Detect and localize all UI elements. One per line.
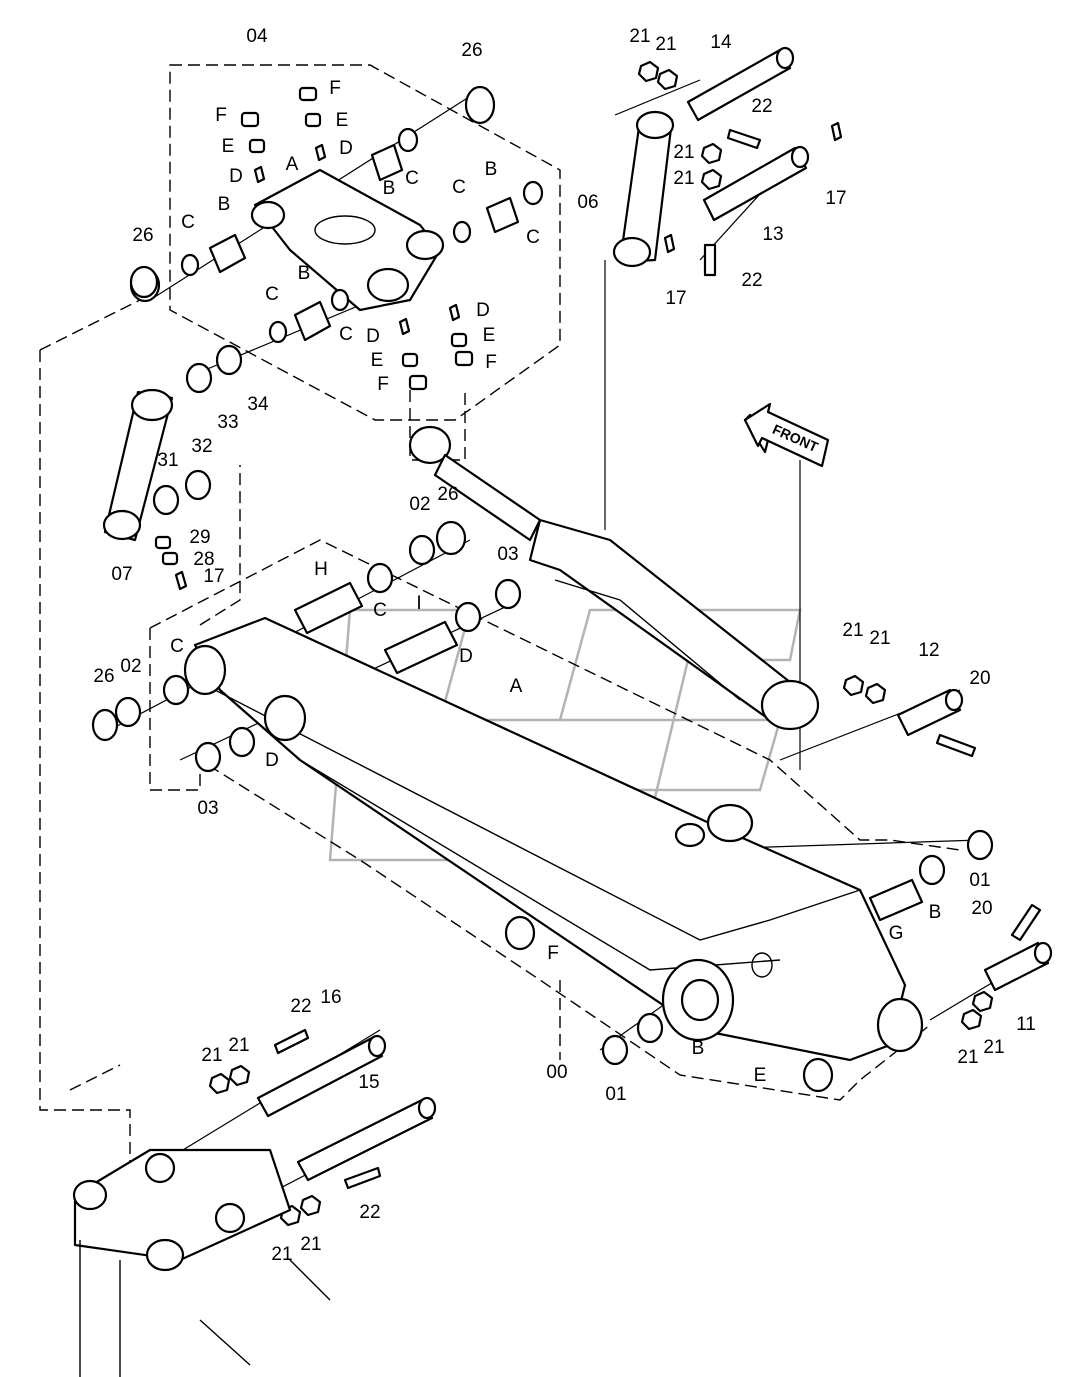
- callout-label-lEe: E: [754, 1065, 767, 1086]
- callout-label-lB4: B: [298, 263, 311, 284]
- callout-label-l22b: 22: [741, 270, 762, 291]
- callout-label-l03a: 03: [497, 544, 518, 565]
- callout-label-l26b: 26: [132, 225, 153, 246]
- callout-label-l21j: 21: [983, 1037, 1004, 1058]
- callout-label-l07: 07: [111, 564, 132, 585]
- callout-label-l03b: 03: [197, 798, 218, 819]
- callout-label-lB3: B: [218, 194, 231, 215]
- callout-label-lC1: C: [405, 168, 419, 189]
- callout-label-lCb: C: [170, 636, 184, 657]
- callout-label-l32: 32: [191, 436, 212, 457]
- callout-label-lFc: F: [485, 352, 497, 373]
- callout-label-lEa: E: [222, 136, 235, 157]
- callout-label-lI: I: [416, 593, 421, 614]
- callout-label-l20b: 20: [971, 898, 992, 919]
- callout-label-lDe: D: [459, 646, 473, 667]
- callout-label-lEd: E: [371, 350, 384, 371]
- dashed-group-outlines: [39, 64, 961, 1190]
- callout-label-lB1: B: [383, 178, 396, 199]
- callout-label-l21k: 21: [271, 1244, 292, 1265]
- top-bushings: [129, 85, 544, 344]
- callout-label-l17c: 17: [203, 566, 224, 587]
- callout-label-l29: 29: [189, 527, 210, 548]
- boom-bushings: [91, 520, 994, 1093]
- pin-12-11: [842, 674, 1053, 1031]
- callout-label-l17b: 17: [665, 288, 686, 309]
- callout-label-lH: H: [314, 559, 328, 580]
- callout-label-lC5: C: [265, 284, 279, 305]
- front-arrow: FRONT: [743, 402, 830, 468]
- callout-label-lFa: F: [215, 105, 227, 126]
- callout-label-lDc: D: [476, 300, 490, 321]
- callout-label-l01b: 01: [605, 1084, 626, 1105]
- callout-label-l26a: 26: [461, 40, 482, 61]
- callout-label-l16: 16: [320, 987, 341, 1008]
- callout-label-lFb: F: [329, 78, 341, 99]
- callout-label-l00: 00: [546, 1062, 567, 1083]
- callout-label-l20a: 20: [969, 668, 990, 689]
- callout-label-lCa: C: [373, 600, 387, 621]
- link-07: [102, 344, 243, 542]
- callout-label-lEb: E: [336, 110, 349, 131]
- callout-label-lAa: A: [286, 154, 299, 175]
- pin-14-13: [637, 46, 810, 277]
- callout-label-l21l: 21: [300, 1234, 321, 1255]
- callout-label-l13: 13: [762, 224, 783, 245]
- callout-label-l11: 11: [1016, 1014, 1036, 1035]
- callout-label-l22a: 22: [751, 96, 772, 117]
- callout-label-lAb: A: [510, 676, 523, 697]
- callout-label-lG: G: [889, 923, 904, 944]
- callout-label-l22d: 22: [359, 1202, 380, 1223]
- callout-label-l28: 28: [193, 549, 214, 570]
- callout-label-lC4: C: [181, 212, 195, 233]
- callout-label-l04: 04: [246, 26, 268, 47]
- callout-label-l21e: 21: [842, 620, 863, 641]
- callout-label-l21c: 21: [673, 142, 694, 163]
- link-06: [612, 110, 675, 268]
- callout-label-lDd: D: [366, 326, 380, 347]
- callout-label-lC2: C: [452, 177, 466, 198]
- callout-label-l17a: 17: [825, 188, 846, 209]
- link-a: [250, 168, 445, 312]
- callout-label-l21d: 21: [673, 168, 694, 189]
- callout-label-l21i: 21: [957, 1047, 978, 1068]
- callout-label-l34: 34: [247, 394, 269, 415]
- callout-label-l21f: 21: [869, 628, 890, 649]
- base-frame: [72, 1148, 331, 1377]
- callout-label-l01a: 01: [969, 870, 990, 891]
- callout-label-lBb: B: [692, 1038, 705, 1059]
- callout-label-l06: 06: [577, 192, 598, 213]
- callout-label-l31: 31: [157, 450, 178, 471]
- callout-label-lDa: D: [229, 166, 243, 187]
- callout-label-lDf: D: [265, 750, 279, 771]
- callout-label-l21g: 21: [201, 1045, 222, 1066]
- callout-label-l15: 15: [358, 1072, 379, 1093]
- boom-main: [183, 616, 924, 1062]
- callout-label-l12: 12: [918, 640, 939, 661]
- callout-label-l02a: 02: [409, 494, 430, 515]
- callout-label-l26d: 26: [93, 666, 114, 687]
- callout-label-lC6: C: [339, 324, 353, 345]
- callout-label-l21h: 21: [228, 1035, 249, 1056]
- callout-label-l02b: 02: [120, 656, 141, 677]
- callout-label-l21b: 21: [655, 34, 676, 55]
- callout-label-lEc: E: [483, 325, 496, 346]
- grease-fittings: [154, 86, 843, 591]
- callout-label-l22c: 22: [290, 996, 311, 1017]
- callout-label-l33: 33: [217, 412, 238, 433]
- callout-label-lBa: B: [929, 902, 942, 923]
- callout-label-lC3: C: [526, 227, 540, 248]
- callout-label-l14: 14: [710, 32, 732, 53]
- callout-label-lB2: B: [485, 159, 498, 180]
- callout-label-l26c: 26: [437, 484, 458, 505]
- callout-label-lDb: D: [339, 138, 353, 159]
- callout-label-l21a: 21: [629, 26, 650, 47]
- callout-label-lF: F: [547, 943, 559, 964]
- callout-label-lFd: F: [377, 374, 389, 395]
